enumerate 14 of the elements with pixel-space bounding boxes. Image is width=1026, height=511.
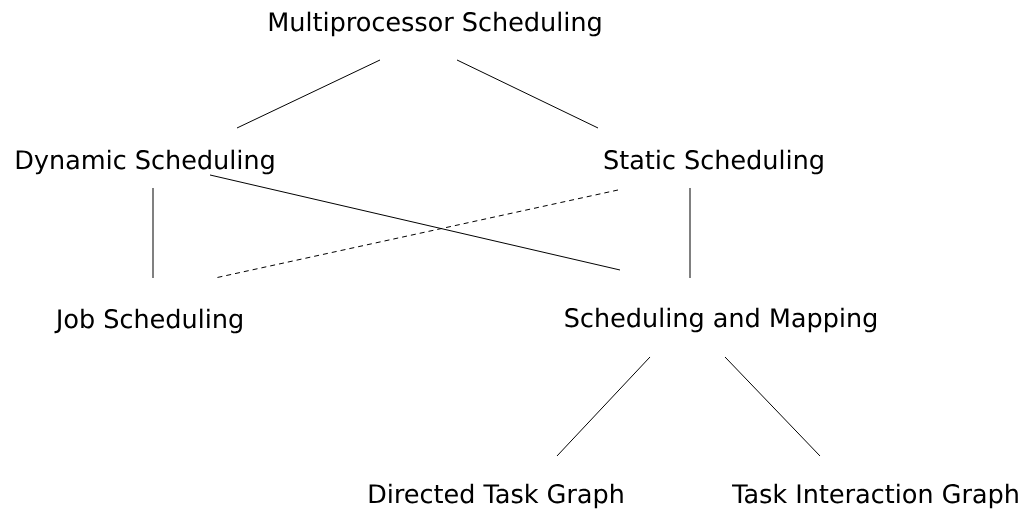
connector-line — [209, 174, 621, 271]
node-label: Directed Task Graph — [369, 483, 623, 509]
connector-line — [236, 59, 381, 129]
connector-line — [689, 187, 691, 279]
connector-line — [556, 356, 651, 457]
node-label: Task Interaction Graph — [732, 483, 1018, 509]
node-label: Multiprocessor Scheduling — [269, 11, 601, 37]
connector-line — [152, 187, 154, 279]
node-label: Job Scheduling — [54, 308, 242, 334]
node-label: Dynamic Scheduling — [16, 149, 274, 175]
node-label: Scheduling and Mapping — [565, 307, 876, 333]
connector-line — [456, 59, 599, 129]
connector-line — [724, 356, 821, 457]
node-label: Static Scheduling — [604, 149, 823, 175]
